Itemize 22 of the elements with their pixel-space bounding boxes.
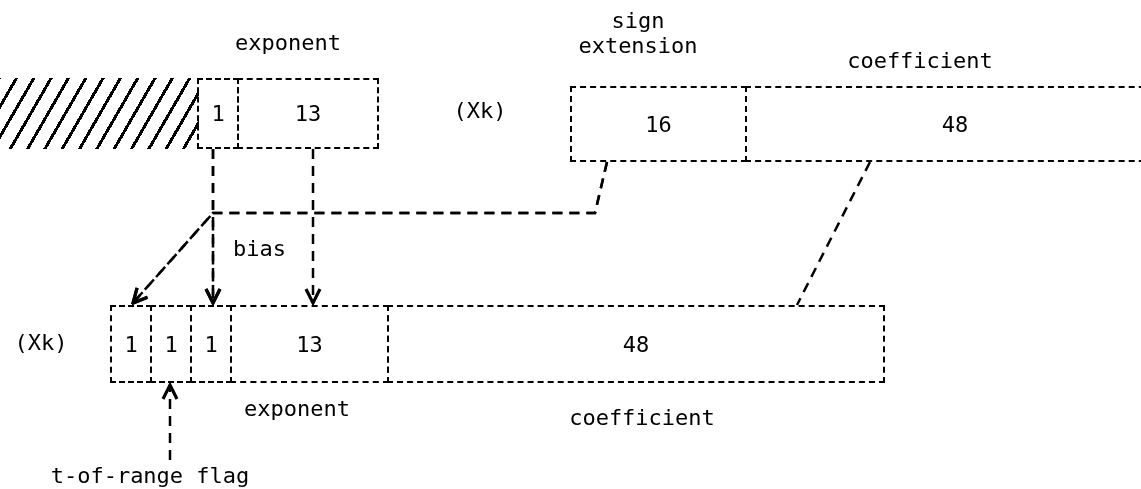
- field-label: exponent: [234, 30, 342, 55]
- arrow: [204, 161, 609, 305]
- arrow: [304, 149, 322, 305]
- field-value: 13: [294, 101, 322, 126]
- field-value: 1: [164, 331, 178, 357]
- field-label: coefficient: [568, 405, 716, 430]
- connector-line: [795, 161, 872, 306]
- field-label: exponent: [243, 396, 351, 421]
- arrow: [161, 383, 179, 460]
- field-value: 1: [211, 101, 225, 126]
- field-label: coefficient: [846, 48, 994, 73]
- field-value: 16: [645, 111, 672, 137]
- flag-text: t-of-range flag: [0, 460, 300, 489]
- field-value: 48: [941, 111, 969, 137]
- field-label: (Xk): [13, 330, 69, 355]
- field-value: 1: [204, 331, 218, 357]
- field-label: (Xk): [452, 98, 508, 123]
- field-value: 1: [124, 331, 138, 357]
- field-label: bias: [232, 236, 287, 261]
- field-value: 48: [622, 331, 650, 357]
- field-value: 13: [296, 331, 323, 357]
- field-label: sign extension: [577, 8, 699, 58]
